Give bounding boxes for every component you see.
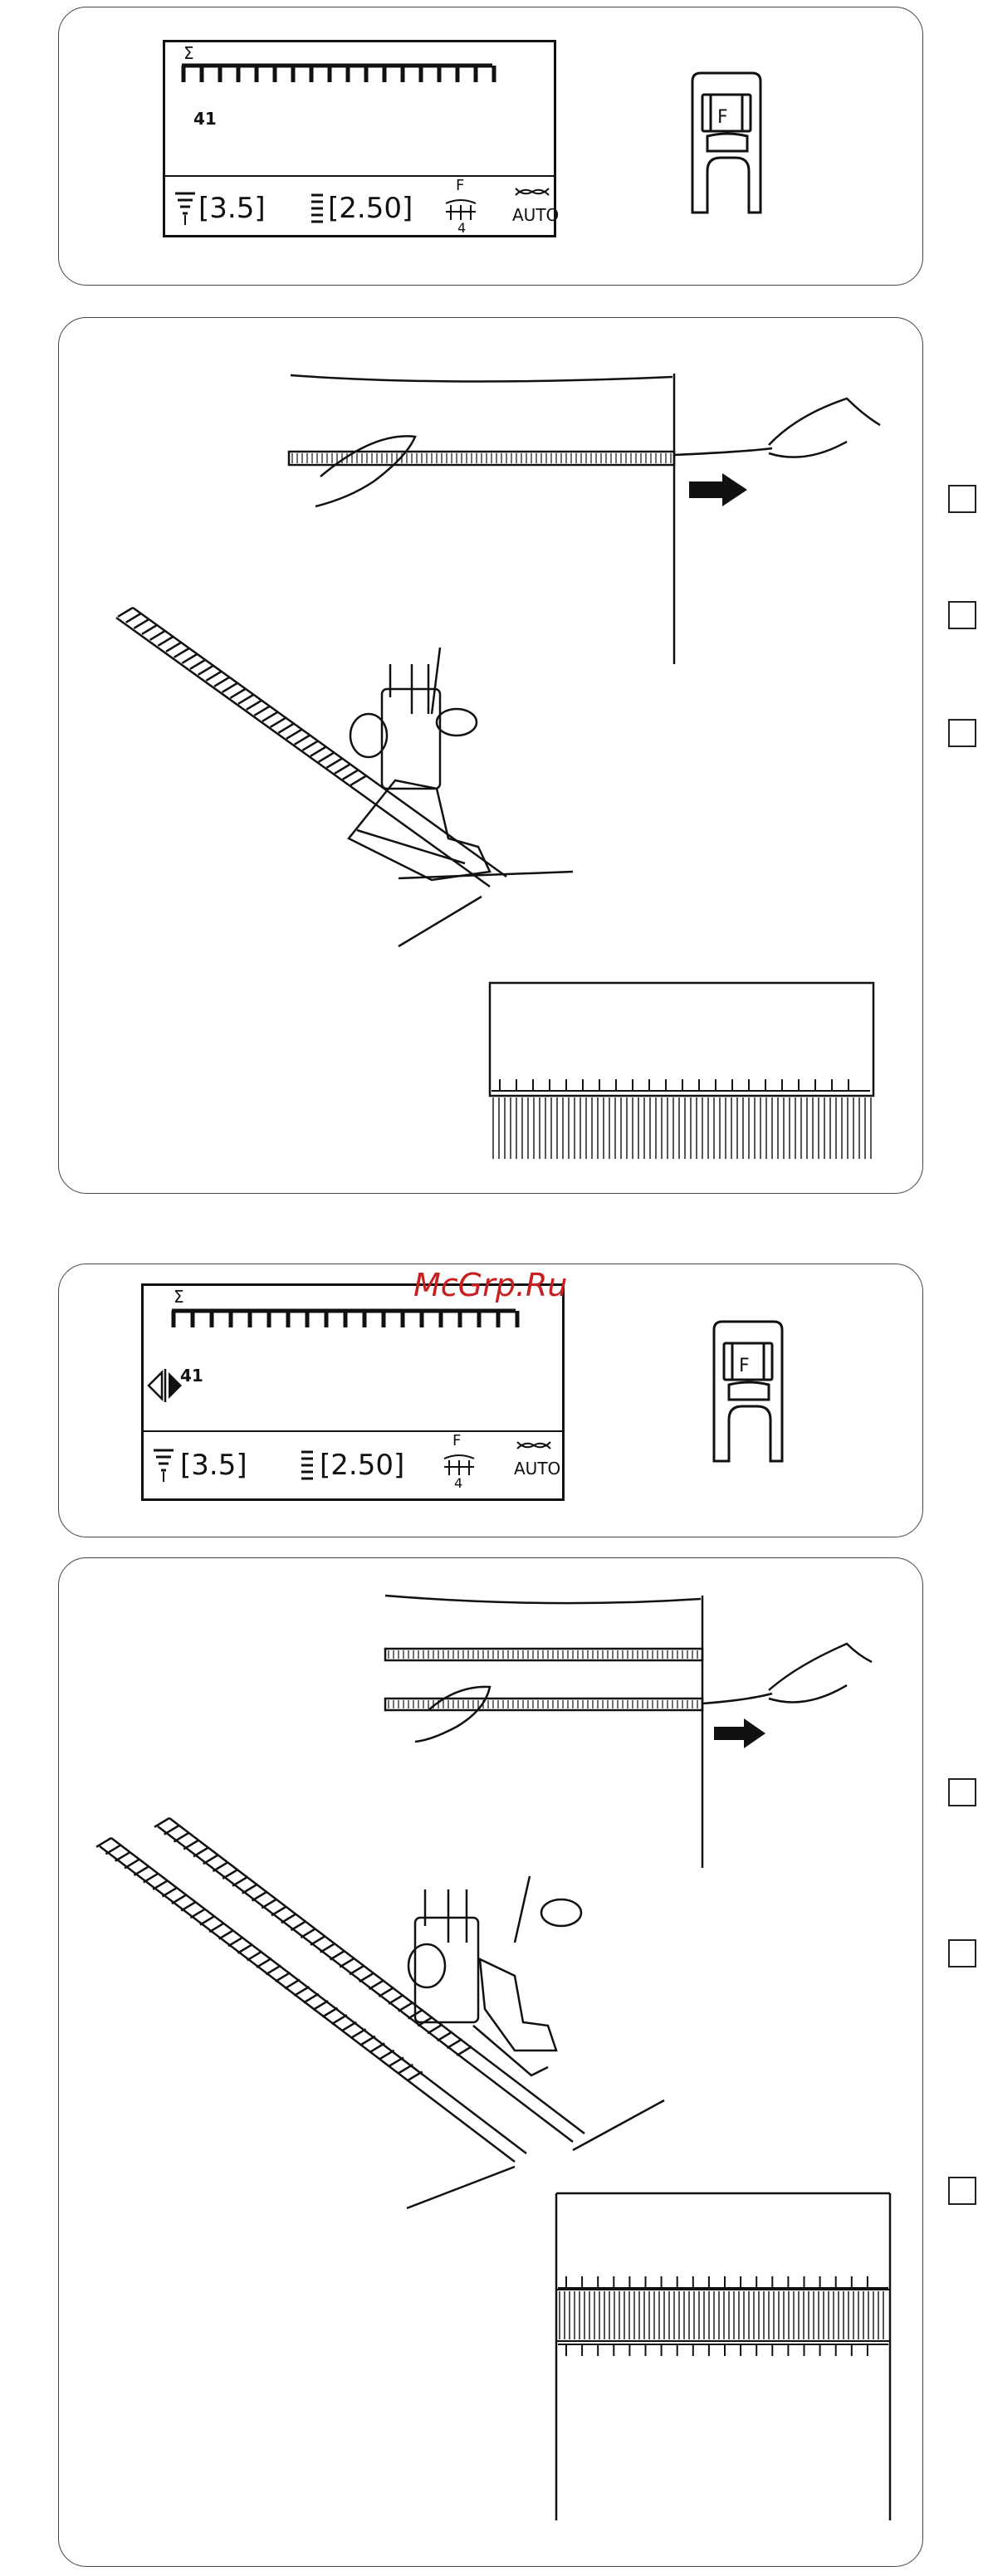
foot-letter-bottom: F [452, 1432, 461, 1449]
arrow-right-icon [689, 473, 747, 506]
checkbox-3[interactable] [948, 719, 976, 747]
sewing-foot-illustration-2 [83, 1826, 681, 2225]
lcd-display-bottom: Σ 41 [3.5] [2.50] F 4 AUTO [141, 1283, 565, 1501]
lcd-divider [165, 175, 554, 177]
width-icon-bottom [154, 1445, 175, 1487]
arrow-right-icon-2 [714, 1718, 765, 1748]
foot-letter: F [456, 177, 464, 194]
foot-letter-bottom-icon: F [739, 1356, 750, 1376]
length-icon-bottom [301, 1449, 316, 1485]
width-value-bottom: [3.5] [180, 1449, 247, 1482]
stitch-pattern-preview [182, 61, 514, 94]
sigma-icon-bottom: Σ [174, 1288, 193, 1306]
length-value-bottom: [2.50] [320, 1449, 404, 1482]
checkbox-5[interactable] [948, 1939, 976, 1967]
presser-foot-icon: F [681, 71, 772, 221]
stitch-pattern-preview-bottom [172, 1306, 537, 1339]
mirror-icon [147, 1369, 183, 1402]
pattern-number: 41 [193, 109, 217, 129]
sewing-foot-illustration-1 [100, 598, 598, 980]
watermark: McGrp.Ru [413, 1267, 567, 1303]
tension-value-bottom: 4 [454, 1475, 462, 1491]
lcd-divider-bottom [144, 1430, 562, 1432]
length-value: [2.50] [328, 192, 413, 225]
stitch-result-sample-2 [555, 2192, 903, 2524]
stitch-result-sample-1 [488, 981, 878, 1164]
thread-cut-auto: AUTO [512, 205, 559, 225]
thread-cut-auto-bottom: AUTO [514, 1459, 560, 1479]
tension-value: 4 [457, 220, 466, 236]
svg-text:Σ: Σ [174, 1287, 184, 1307]
scissors-icon-bottom [516, 1439, 552, 1454]
width-icon [175, 188, 197, 230]
checkbox-6[interactable] [948, 2177, 976, 2205]
checkbox-1[interactable] [948, 485, 976, 513]
lcd-display-top: Σ 41 [3.5] [2.50] F 4 AUTO [163, 40, 556, 237]
width-value: [3.5] [198, 192, 266, 225]
sigma-icon: Σ [183, 44, 203, 62]
length-icon [311, 192, 326, 228]
foot-letter-top: F [717, 107, 728, 128]
checkbox-2[interactable] [948, 601, 976, 629]
checkbox-4[interactable] [948, 1778, 976, 1806]
presser-foot-icon-bottom: F [702, 1320, 794, 1469]
scissors-icon [514, 185, 550, 200]
pattern-number-bottom: 41 [180, 1366, 203, 1386]
